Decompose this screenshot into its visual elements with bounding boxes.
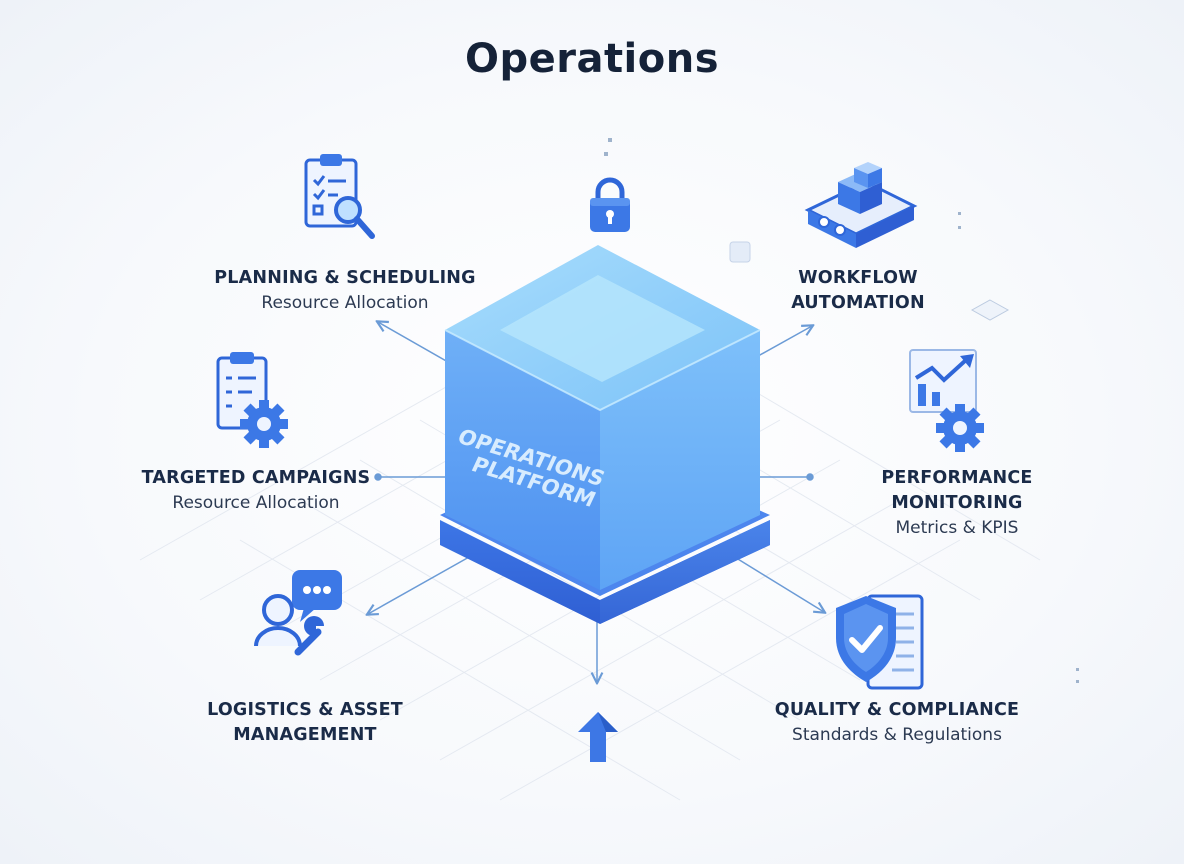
decorative-dots [604, 138, 1079, 683]
up-arrow-icon [578, 712, 618, 762]
chart-gear-icon [909, 349, 984, 452]
node-logistics-title-line1: LOGISTICS & ASSET [207, 700, 403, 720]
clipboard-magnifier-icon [304, 154, 375, 239]
padlock-icon [590, 177, 630, 232]
node-quality-title: QUALITY & COMPLIANCE [774, 700, 1020, 720]
support-chat-wrench-icon [254, 570, 342, 656]
node-campaigns-title: TARGETED CAMPAIGNS [141, 468, 371, 488]
node-workflow: WORKFLOW AUTOMATION [760, 266, 956, 316]
node-campaigns: TARGETED CAMPAIGNS Resource Allocation [140, 466, 372, 516]
node-quality-subtitle: Standards & Regulations [792, 725, 1002, 745]
floating-cube-icon [729, 241, 751, 263]
node-planning-title: PLANNING & SCHEDULING [214, 268, 476, 288]
node-workflow-title-line1: WORKFLOW [798, 268, 918, 288]
node-logistics: LOGISTICS & ASSET MANAGEMENT [190, 698, 420, 748]
conveyor-boxes-icon [804, 162, 918, 248]
floating-tile-icon [970, 299, 1010, 321]
node-planning-subtitle: Resource Allocation [261, 293, 429, 313]
clipboard-gear-icon [216, 352, 288, 448]
node-workflow-title-line2: AUTOMATION [791, 293, 925, 313]
platform-cube: OPERATIONS PLATFORM [440, 245, 770, 624]
node-planning: PLANNING & SCHEDULING Resource Allocatio… [214, 266, 476, 316]
node-performance-title: PERFORMANCE MONITORING [881, 468, 1033, 513]
node-logistics-title-line2: MANAGEMENT [233, 725, 377, 745]
page-title: Operations [464, 36, 720, 82]
connector-logistics [368, 551, 479, 614]
node-quality: QUALITY & COMPLIANCE Standards & Regulat… [766, 698, 1028, 748]
node-campaigns-subtitle: Resource Allocation [172, 493, 340, 513]
node-performance: PERFORMANCE MONITORING Metrics & KPIS [814, 466, 1100, 541]
node-performance-subtitle: Metrics & KPIS [895, 518, 1019, 538]
shield-check-document-icon [836, 594, 924, 690]
